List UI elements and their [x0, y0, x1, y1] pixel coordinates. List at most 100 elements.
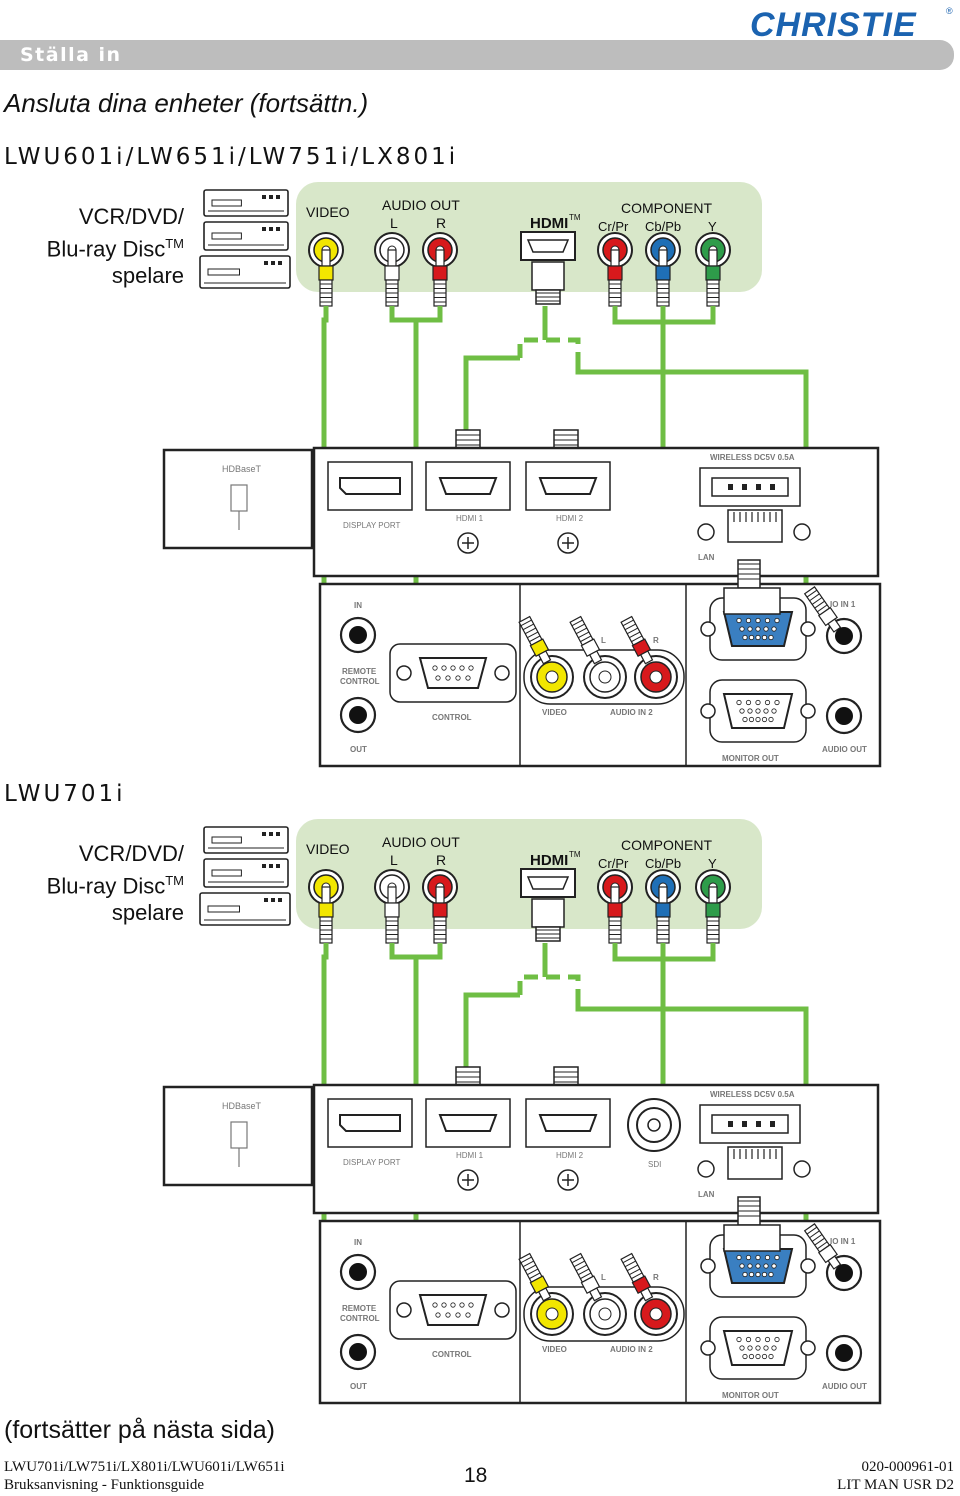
component-cr-connector [597, 232, 633, 307]
device-line1: VCR/DVD/ [78, 204, 184, 229]
label-wireless: WIRELESS DC5V 0.5A [710, 1090, 795, 1099]
label-remote: REMOTE [342, 1304, 377, 1313]
trademark: TM [165, 873, 184, 888]
page-number: 18 [464, 1464, 488, 1487]
audio-in1-plug [803, 586, 842, 633]
audio-r-plug [620, 1252, 654, 1302]
label-remote-in: IN [354, 1238, 362, 1247]
label-panel-video: VIDEO [542, 708, 567, 717]
audio-l-plug [569, 1252, 603, 1302]
video-out-connector [308, 869, 344, 944]
video-out-connector [308, 232, 344, 307]
label-monitor-out: MONITOR OUT [722, 1391, 779, 1400]
audio-r-plug [620, 615, 654, 665]
label-hdmi: HDMI [530, 852, 568, 869]
audio-out-l-connector [374, 232, 410, 307]
device-line2: Blu-ray Disc [46, 236, 166, 262]
label-panel-l: L [601, 1273, 606, 1282]
label-component: COMPONENT [621, 200, 712, 216]
footer-doc-number: 020-000961-01 [861, 1459, 955, 1475]
cable-hdmi-1 [463, 992, 520, 1079]
label-lan: LAN [698, 1190, 715, 1199]
device-stack-icon [199, 189, 291, 289]
device-line3: spelare [111, 263, 184, 289]
device-stack-icon [199, 826, 291, 926]
cable-audio-join [389, 306, 443, 323]
label-panel-l: L [601, 636, 606, 645]
device-line3: spelare [111, 900, 184, 926]
audio-l-plug [569, 615, 603, 665]
audio-in1-plug [803, 1223, 842, 1270]
cable-hdmi-1 [463, 355, 520, 442]
label-wireless: WIRELESS DC5V 0.5A [710, 453, 795, 462]
label-sdi: SDI [648, 1160, 661, 1169]
model-heading-1: LWU601i/LW651i/LW751i/LX801i [4, 144, 459, 170]
lan-port [697, 1146, 811, 1180]
label-remote-in: IN [354, 601, 362, 610]
monitor-out-vga-port [700, 1330, 816, 1366]
monitor-out-vga-port [700, 693, 816, 729]
component-y-connector [695, 232, 731, 307]
section-title: Ställa in [20, 44, 122, 66]
label-component: COMPONENT [621, 837, 712, 853]
label-video: VIDEO [306, 204, 350, 220]
label-audio-l: L [390, 852, 398, 868]
audio-in2-l-jack [583, 1292, 627, 1336]
label-hdmi-tm: TM [569, 213, 581, 222]
label-remote-control: CONTROL [340, 1314, 380, 1323]
page-subtitle: Ansluta dina enheter (fortsättn.) [4, 88, 369, 118]
control-rs232-port [396, 1294, 510, 1326]
video-in-jack [530, 1292, 574, 1336]
label-y: Y [708, 856, 717, 871]
label-cb-pb: Cb/Pb [645, 856, 681, 871]
device-line1: VCR/DVD/ [78, 841, 184, 866]
label-lan: LAN [698, 553, 715, 562]
label-video: VIDEO [306, 841, 350, 857]
audio-in2-r-jack [634, 655, 678, 699]
label-audio-in2: AUDIO IN 2 [610, 708, 653, 717]
label-hdbaset: HDBaseT [222, 464, 262, 474]
label-monitor-out: MONITOR OUT [722, 754, 779, 763]
cable-hdmi-split [517, 337, 581, 358]
lan-port [697, 509, 811, 543]
footer-models: LWU701i/LW751i/LX801i/LWU601i/LW651i [4, 1459, 285, 1475]
remote-control-in-jack [339, 616, 377, 654]
label-panel-audio-out: AUDIO OUT [822, 1382, 867, 1391]
label-panel-r: R [653, 1273, 659, 1282]
label-cb-pb: Cb/Pb [645, 219, 681, 234]
footer-left: LWU701i/LW751i/LX801i/LWU601i/LW651i Bru… [4, 1458, 285, 1494]
label-hdmi2-port: HDMI 2 [556, 1151, 584, 1160]
remote-control-out-jack [339, 1333, 377, 1371]
label-remote-control: CONTROL [340, 677, 380, 686]
control-rs232-port [396, 657, 510, 689]
video-in-jack [530, 655, 574, 699]
device-label-1: VCR/DVD/ Blu-ray DiscTM spelare [10, 203, 184, 289]
sdi-port [627, 1098, 681, 1152]
label-audio-in2: AUDIO IN 2 [610, 1345, 653, 1354]
label-remote-out: OUT [350, 1382, 367, 1391]
cable-hdmi-2 [575, 358, 809, 442]
remote-control-out-jack [339, 696, 377, 734]
component-cb-connector [645, 869, 681, 944]
component-y-connector [695, 869, 731, 944]
video-plug [518, 615, 552, 665]
remote-control-in-jack [339, 1253, 377, 1291]
cable-hdmi-2 [575, 995, 809, 1079]
component-vga-plug [723, 559, 781, 615]
label-panel-video: VIDEO [542, 1345, 567, 1354]
label-computer-in1: IO IN 1 [830, 600, 856, 609]
audio-in2-r-jack [634, 1292, 678, 1336]
audio-out-l-connector [374, 869, 410, 944]
label-remote-out: OUT [350, 745, 367, 754]
label-hdmi1-port: HDMI 1 [456, 1151, 484, 1160]
label-remote: REMOTE [342, 667, 377, 676]
footer-lit-code: LIT MAN USR D2 [837, 1477, 954, 1493]
label-y: Y [708, 219, 717, 234]
hdmi2-port [525, 1098, 611, 1148]
cable-audio-join [389, 943, 443, 960]
